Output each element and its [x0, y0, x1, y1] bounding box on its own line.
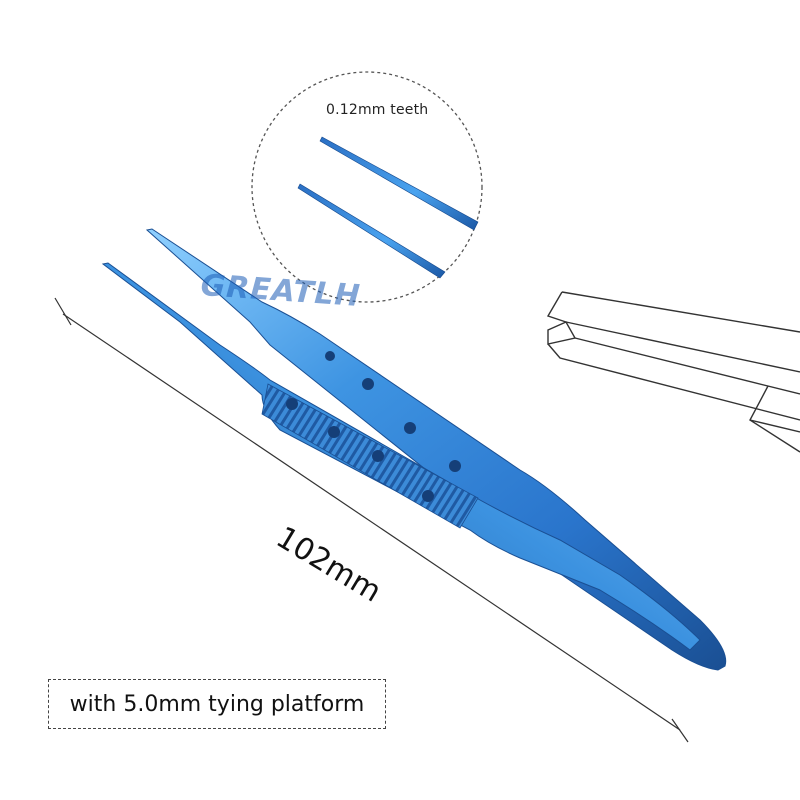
zoom-callout-circle: [251, 71, 483, 303]
feature-callout-box: with 5.0mm tying platform: [48, 679, 386, 729]
dimension-line: [54, 297, 689, 743]
zoom-callout-label: 0.12mm teeth: [326, 102, 429, 118]
forceps-lower-arm: [101, 262, 701, 651]
feature-callout-text: with 5.0mm tying platform: [69, 691, 365, 717]
tip-diagram: [546, 291, 800, 453]
